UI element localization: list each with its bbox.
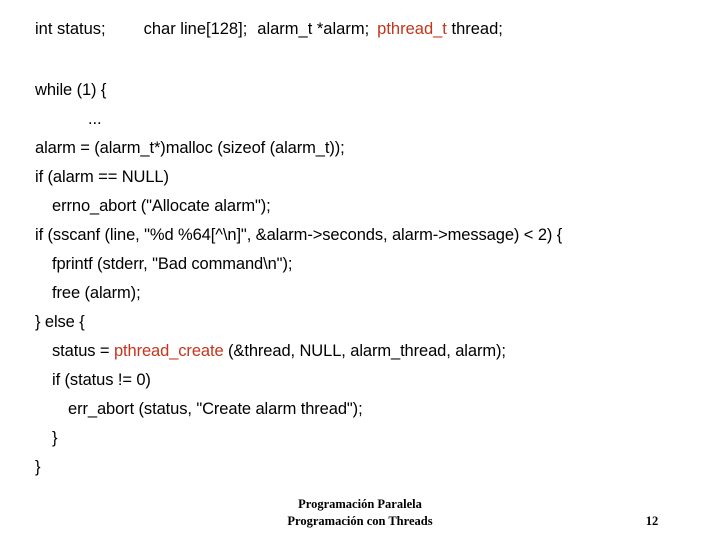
code-line: free (alarm); (52, 284, 141, 302)
code-line: if (sscanf (line, "%d %64[^\n]", &alarm-… (35, 226, 563, 244)
code-line: } (52, 429, 58, 447)
footer-subtitle: Programación con Threads (287, 514, 433, 528)
code-line: err_abort (status, "Create alarm thread"… (68, 400, 363, 418)
decl-pthread-t-keyword: pthread_t (377, 20, 447, 38)
code-line: } (35, 458, 41, 476)
footer-title: Programación Paralela (298, 497, 422, 511)
decl-int-status: int status; (35, 20, 106, 38)
declarations-line: int status; char line[128]; alarm_t *alarm… (35, 16, 503, 42)
code-line: fprintf (stderr, "Bad command\n"); (52, 255, 293, 273)
code-text: (&thread, NULL, alarm_thread, alarm); (223, 342, 506, 360)
code-line: alarm = (alarm_t*)malloc (sizeof (alarm_… (35, 139, 345, 157)
decl-alarm-t: alarm_t *alarm; (257, 20, 370, 38)
code-keyword-highlight: pthread_create (113, 342, 224, 360)
code-line: ... (88, 110, 102, 128)
code-line: errno_abort ("Allocate alarm"); (52, 197, 271, 215)
code-block: while (1) {... alarm = (alarm_t*)malloc (… (0, 76, 720, 482)
code-line: if (status != 0) (52, 371, 151, 389)
code-line: if (alarm == NULL) (35, 168, 169, 186)
code-line: while (1) { (35, 81, 107, 99)
decl-thread: thread; (451, 20, 503, 38)
code-line: } else { (35, 313, 85, 331)
slide-footer: Programación Paralela Programación con T… (0, 496, 720, 540)
decl-char-line: char line[128]; (143, 20, 248, 38)
code-text: status = (52, 342, 114, 360)
code-line: status = pthread_create (&thread, NULL, … (0, 337, 720, 366)
page-number: 12 (645, 514, 659, 528)
